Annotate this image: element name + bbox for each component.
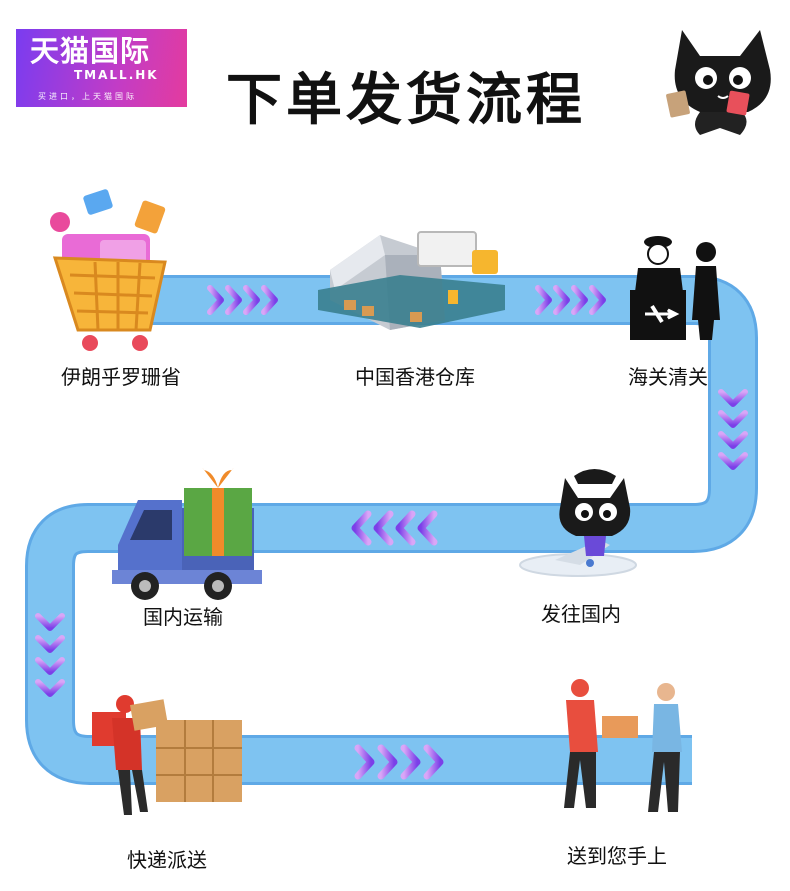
delivery-truck-icon	[112, 468, 262, 600]
step-label-express-delivery: 快递派送	[127, 848, 207, 872]
step-label-origin: 伊朗乎罗珊省	[61, 365, 181, 389]
step-label-delivered: 送到您手上	[567, 844, 667, 868]
step-label-hk-warehouse: 中国香港仓库	[355, 365, 475, 389]
step-label-customs: 海关清关	[628, 365, 708, 389]
shopping-cart-icon	[50, 188, 166, 351]
tmall-cat-mascot-icon	[666, 30, 771, 135]
step-label-ship-domestic: 发往国内	[541, 602, 621, 626]
step-label-domestic-transport: 国内运输	[143, 605, 223, 629]
customs-officer-icon	[630, 236, 720, 340]
